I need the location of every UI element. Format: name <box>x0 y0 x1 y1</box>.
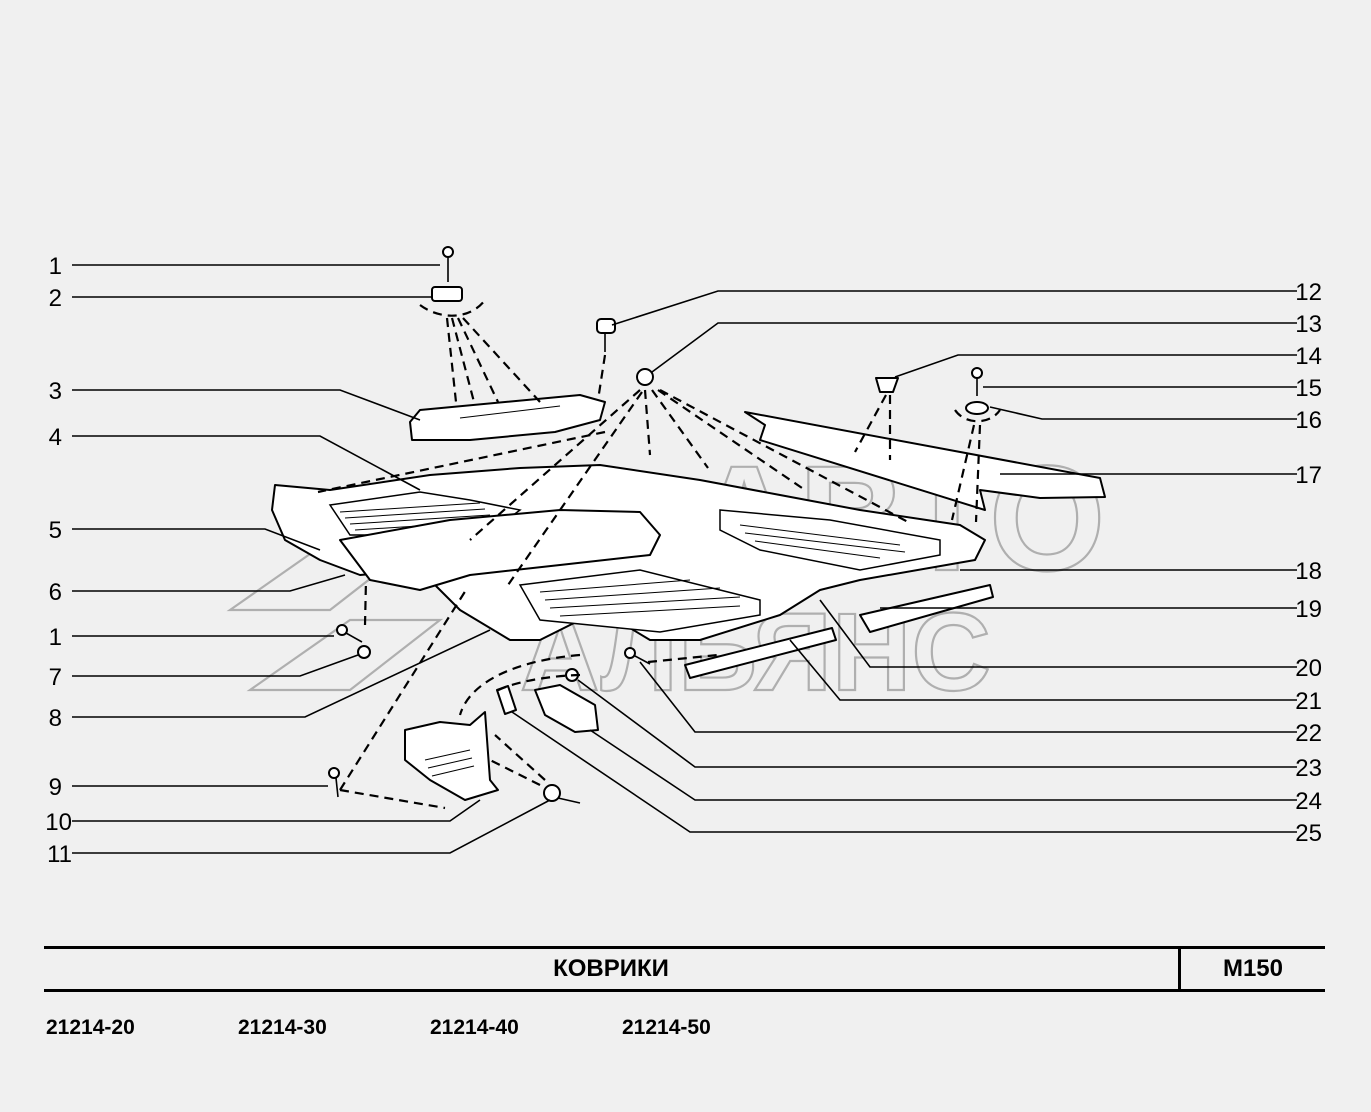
callout-6: 6 <box>49 579 62 606</box>
screw-1-top-icon <box>442 246 454 282</box>
washer-7-icon <box>357 645 371 659</box>
callout-3: 3 <box>49 378 62 405</box>
callout-21: 21 <box>1295 688 1322 715</box>
callout-2: 2 <box>49 285 62 312</box>
sill-strip-20 <box>684 627 837 679</box>
front-right-floor-area <box>518 569 761 633</box>
leader-lines-right <box>511 290 1297 833</box>
assembly-arrows <box>317 299 1001 810</box>
callout-4: 4 <box>49 424 62 451</box>
callout-5: 5 <box>49 517 62 544</box>
bolt-11-icon <box>543 784 581 804</box>
callout-19: 19 <box>1295 596 1322 623</box>
rear-floor-mat-17 <box>744 411 1106 511</box>
callout-9: 9 <box>49 774 62 801</box>
leader-lines-left <box>72 264 551 854</box>
callout-20: 20 <box>1295 655 1322 682</box>
callout-1: 1 <box>49 253 62 280</box>
callout-15: 15 <box>1295 375 1322 402</box>
model-code: 21214-20 <box>46 1016 135 1039</box>
model-code: 21214-50 <box>622 1016 711 1039</box>
screw-22-icon <box>624 647 651 665</box>
rear-floor-area <box>719 509 941 571</box>
callout-16: 16 <box>1295 407 1322 434</box>
screw-15-icon <box>971 367 983 396</box>
callout-24: 24 <box>1295 788 1322 815</box>
plug-14-icon <box>875 377 899 393</box>
tunnel-cover-6 <box>339 509 661 591</box>
fasteners <box>328 246 989 804</box>
callout-11: 11 <box>47 841 72 868</box>
callout-7: 7 <box>49 664 62 691</box>
diagram-title: КОВРИКИ <box>553 955 669 982</box>
callout-25: 25 <box>1295 820 1322 847</box>
floor-ribs-rear <box>739 524 906 559</box>
callout-10: 10 <box>45 809 72 836</box>
diagram-code: M150 <box>1222 955 1284 982</box>
callout-18: 18 <box>1295 558 1322 585</box>
front-tunnel-mat-3 <box>409 394 606 441</box>
duct-ribs <box>424 749 475 777</box>
callout-17: 17 <box>1295 462 1322 489</box>
callout-22: 22 <box>1295 720 1322 747</box>
callout-23: 23 <box>1295 755 1322 782</box>
title-block: КОВРИКИ M150 <box>44 946 1325 992</box>
callout-1-lower: 1 <box>49 624 62 651</box>
callouts-left: 1 2 3 4 5 6 1 7 8 9 10 11 <box>45 253 72 868</box>
screw-9-icon <box>328 767 340 798</box>
callouts-right: 12 13 14 15 16 17 18 19 20 21 22 23 24 2… <box>1295 279 1322 847</box>
callout-13: 13 <box>1295 311 1322 338</box>
floor-ribs-left <box>339 502 491 531</box>
model-code: 21214-40 <box>430 1016 519 1039</box>
bracket-24 <box>534 684 599 733</box>
callout-14: 14 <box>1295 343 1322 370</box>
callout-12: 12 <box>1295 279 1322 306</box>
cap-16-icon <box>965 401 989 415</box>
floor-ribs-right <box>539 579 741 617</box>
model-code: 21214-30 <box>238 1016 327 1039</box>
title-divider <box>1178 949 1181 989</box>
screw-1-lower-icon <box>336 624 363 643</box>
clip-13-icon <box>636 368 654 386</box>
duct-10 <box>404 711 499 801</box>
screw-12-icon <box>596 318 616 352</box>
callout-8: 8 <box>49 705 62 732</box>
clip-2-icon <box>431 286 463 302</box>
